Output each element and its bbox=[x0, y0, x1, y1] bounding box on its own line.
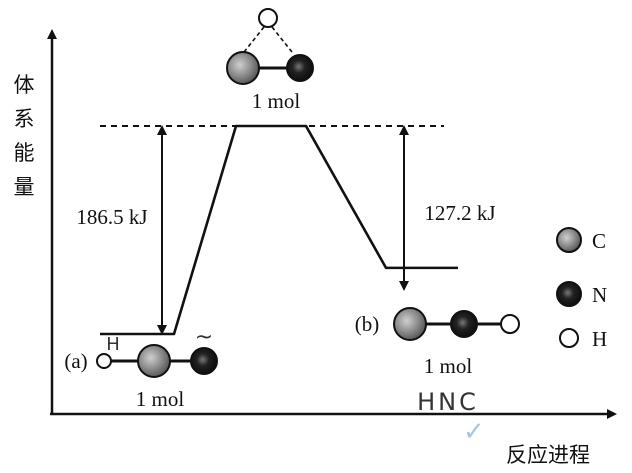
product-amount-label: 1 mol bbox=[424, 354, 473, 378]
reactant-h-atom bbox=[96, 353, 112, 369]
y-axis-label: 体 系 能 量 bbox=[14, 73, 35, 199]
legend-c-label: C bbox=[592, 229, 606, 253]
reactant-molecule bbox=[96, 344, 218, 378]
y-axis-label-char: 量 bbox=[14, 175, 35, 199]
product-n-atom bbox=[450, 310, 478, 338]
legend-c-swatch bbox=[556, 227, 582, 253]
legend-n-label: N bbox=[592, 283, 607, 307]
watermark-check: ✓ bbox=[463, 417, 485, 447]
product-h-atom bbox=[500, 314, 520, 334]
x-axis-label: 反应进程 bbox=[506, 443, 590, 467]
ts-h-atom bbox=[258, 8, 278, 28]
handwritten-product-formula: HNC bbox=[417, 388, 479, 416]
ts-c-atom bbox=[226, 51, 260, 85]
reactant-n-atom bbox=[190, 347, 218, 375]
reactant-amount-label: 1 mol bbox=[136, 387, 185, 411]
y-axis-label-char: 体 bbox=[14, 73, 35, 97]
product-molecule bbox=[393, 307, 520, 341]
ts-n-atom bbox=[286, 54, 314, 82]
transition-state-molecule bbox=[226, 8, 314, 85]
product-c-atom bbox=[393, 307, 427, 341]
forward-energy-label: 186.5 kJ bbox=[76, 205, 147, 229]
legend-h-label: H bbox=[592, 327, 607, 351]
ts-amount-label: 1 mol bbox=[252, 89, 301, 113]
product-label: (b) bbox=[355, 312, 380, 336]
legend-n-swatch bbox=[556, 281, 582, 307]
legend: C N H bbox=[556, 227, 607, 351]
y-axis-label-char: 能 bbox=[14, 141, 35, 165]
handwritten-tilde: ~ bbox=[195, 325, 213, 350]
legend-h-swatch bbox=[559, 328, 579, 348]
reactant-label: (a) bbox=[64, 349, 87, 373]
reverse-energy-label: 127.2 kJ bbox=[424, 201, 495, 225]
handwritten-h: H bbox=[106, 334, 120, 355]
y-axis-label-char: 系 bbox=[14, 107, 35, 131]
reactant-c-atom bbox=[137, 344, 171, 378]
